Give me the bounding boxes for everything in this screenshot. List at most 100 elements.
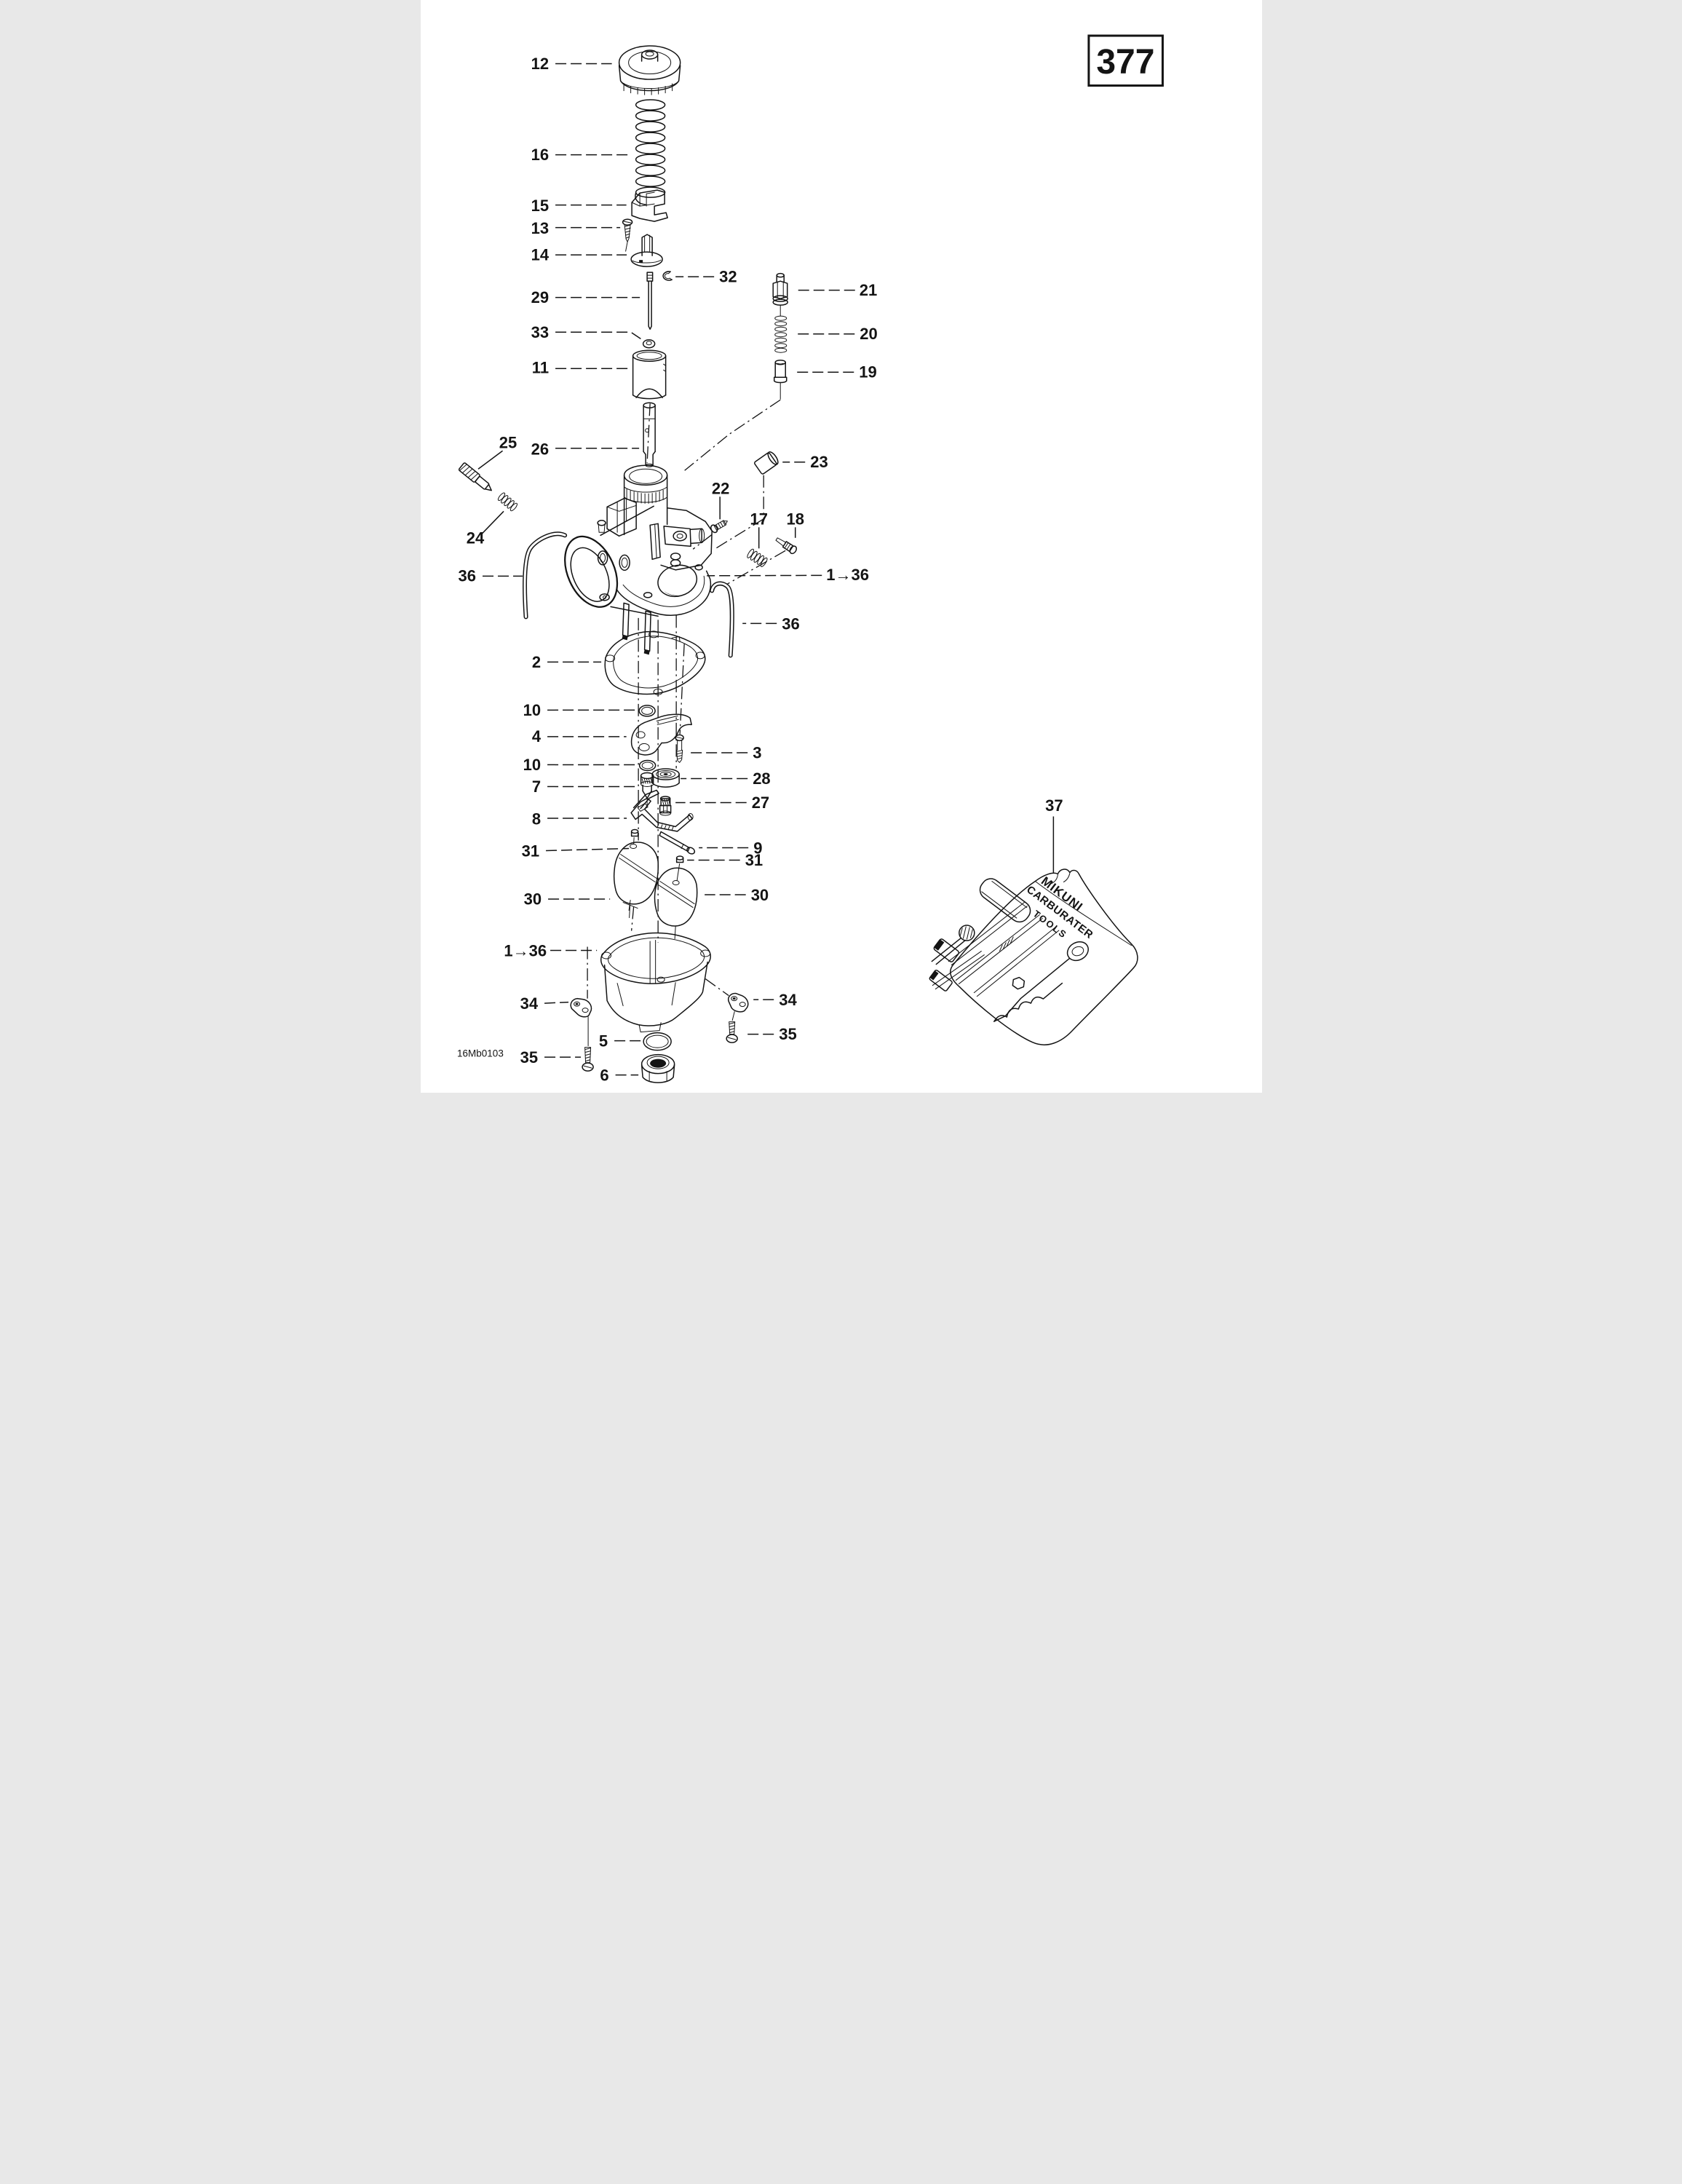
- callout-label-37: 37: [1045, 796, 1063, 815]
- callout-label-6: 6: [600, 1067, 608, 1085]
- callout-leader-24: [480, 510, 504, 534]
- callout-label-35l: 35: [520, 1048, 537, 1067]
- callout-label-10b: 10: [523, 756, 540, 774]
- part-16-slide-spring: [634, 99, 665, 205]
- callout-leader-136r: [706, 574, 822, 577]
- callout-label-20: 20: [860, 325, 877, 343]
- callout-label-28: 28: [753, 769, 770, 788]
- part-34-bracket-right: [727, 992, 749, 1021]
- part-21-adjuster-nut: [771, 272, 788, 317]
- callout-label-31a: 31: [521, 842, 539, 860]
- callout-label-7: 7: [531, 778, 540, 796]
- part-20-adjuster-spring: [774, 315, 787, 353]
- callout-label-36r: 36: [782, 614, 799, 633]
- part-9-float-pin: [658, 831, 695, 855]
- part-5-drain-oring: [642, 1032, 672, 1051]
- part-10-oring-lower: [638, 759, 656, 772]
- callout-label-4: 4: [531, 727, 541, 745]
- part-19-cable-guide: [773, 359, 787, 400]
- callout-label-12: 12: [531, 55, 548, 73]
- callout-label-34l: 34: [520, 994, 538, 1013]
- part-24-adjuster-spring: [497, 492, 517, 512]
- callout-label-30r: 30: [750, 886, 768, 904]
- part-17-idle-spring: [746, 548, 768, 567]
- part-6-drain-plug: [640, 1053, 675, 1083]
- drawing-code: 16Mb0103: [457, 1048, 504, 1059]
- callout-label-31b: 31: [745, 851, 762, 869]
- callout-label-14: 14: [531, 246, 549, 264]
- part-35-screw-right: [725, 1021, 738, 1043]
- callout-label-30l: 30: [523, 890, 541, 909]
- callout-label-5: 5: [598, 1032, 607, 1051]
- callout-leader-31a: [545, 847, 629, 852]
- part-15-spring-seat: [630, 189, 668, 222]
- callout-label-18: 18: [786, 510, 804, 528]
- callout-label-27: 27: [751, 794, 769, 812]
- callout-label-21: 21: [859, 281, 876, 299]
- part-31-pin-right: [672, 855, 683, 886]
- part-36-vent-hose-left: [522, 531, 567, 620]
- part-2-bowl-gasket: [604, 630, 706, 695]
- part-34-bracket-left: [569, 997, 592, 1047]
- part-23-cap: [753, 451, 779, 475]
- part-33-washer: [642, 339, 655, 349]
- part-30-float-left: [613, 842, 659, 919]
- callout-label-15: 15: [531, 197, 548, 215]
- part-31-pin-left: [629, 828, 638, 849]
- callout-label-2: 2: [531, 653, 540, 671]
- callout-label-36l: 36: [458, 566, 475, 585]
- part-29-jet-needle: [646, 272, 653, 330]
- part-1-carburetor-body: [563, 464, 713, 655]
- part-37-tool-kit: MIKUNI CARBURATER TOOLS: [929, 869, 1138, 1045]
- engine-badge: 377: [1087, 34, 1164, 87]
- part-1-float-bowl: [600, 932, 711, 1033]
- engine-badge-label: 377: [1096, 43, 1154, 82]
- callout-label-22: 22: [711, 479, 729, 497]
- callout-label-136r: 1→36: [826, 566, 869, 584]
- callout-leader-33: [555, 331, 644, 341]
- callout-label-25: 25: [499, 433, 516, 451]
- part-22-air-screw: [710, 520, 728, 534]
- callout-label-11: 11: [531, 359, 548, 377]
- part-18-idle-screw: [775, 537, 797, 555]
- callout-label-8: 8: [531, 810, 540, 828]
- callout-label-16: 16: [531, 146, 548, 164]
- callout-label-3: 3: [753, 743, 761, 761]
- callout-label-32: 32: [719, 268, 737, 286]
- part-11-throttle-slide: [632, 349, 666, 400]
- part-3-screw: [674, 734, 684, 763]
- callout-label-33: 33: [531, 323, 548, 341]
- part-25-cable-adjuster: [458, 462, 492, 491]
- part-13-screw: [622, 218, 632, 252]
- part-30-float-right: [654, 867, 697, 940]
- part-10-oring-upper: [638, 705, 656, 717]
- callout-label-29: 29: [531, 288, 548, 306]
- part-12-adjuster-knob: [618, 45, 681, 95]
- construction-lines: [586, 399, 786, 999]
- callout-leader-25: [477, 450, 503, 470]
- part-27-main-jet: [659, 796, 671, 816]
- callout-label-35r: 35: [779, 1025, 796, 1043]
- part-14-needle-retainer: [630, 234, 663, 267]
- part-7-needle-valve: [640, 772, 654, 805]
- callout-label-10a: 10: [523, 701, 540, 719]
- callout-leader-34l: [544, 1001, 568, 1004]
- callout-label-23: 23: [810, 453, 828, 471]
- callout-label-24: 24: [466, 529, 484, 547]
- callout-label-13: 13: [531, 219, 548, 237]
- callout-label-9: 9: [753, 839, 762, 857]
- part-32-e-clip: [662, 271, 673, 281]
- callout-label-19: 19: [859, 363, 876, 381]
- callout-label-136b: 1→36: [504, 942, 547, 960]
- part-36-vent-hose-right: [709, 581, 734, 658]
- part-28-valve-seat: [651, 768, 680, 788]
- callout-label-34r: 34: [779, 991, 797, 1009]
- callout-label-26: 26: [531, 440, 548, 458]
- part-8-float-arm: [630, 789, 694, 832]
- carburetor-exploded-diagram: MIKUNI CARBURATER TOOLS 377 16Mb0103 121…: [420, 0, 1262, 1093]
- part-4-baffle-plate: [630, 713, 692, 756]
- part-35-screw-left: [581, 1047, 594, 1072]
- callout-label-17: 17: [750, 510, 767, 528]
